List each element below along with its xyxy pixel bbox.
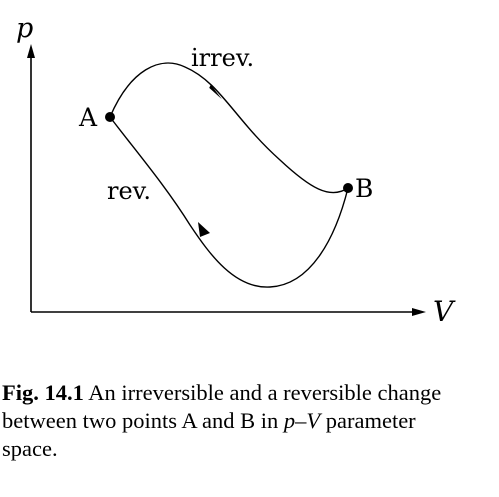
- v-axis-arrowhead: [412, 308, 426, 316]
- point-b-label: B: [355, 174, 373, 203]
- reversible-direction-arrow: [198, 222, 210, 237]
- irreversible-direction-arrow: [209, 84, 222, 100]
- figure-caption: Fig. 14.1 An irreversible and a reversib…: [2, 379, 472, 463]
- caption-text: An irreversible and a reversible change …: [2, 380, 442, 433]
- caption-label: Fig. 14.1: [2, 380, 84, 405]
- irreversible-label: irrev.: [191, 44, 254, 72]
- pv-diagram: p V A B irrev. rev.: [16, 13, 456, 328]
- point-a-label: A: [78, 103, 98, 132]
- irreversible-path: [109, 62, 349, 194]
- point-b: [343, 183, 353, 193]
- p-axis-label: p: [16, 13, 33, 44]
- p-axis-arrowhead: [27, 44, 35, 58]
- reversible-path: [109, 116, 349, 288]
- caption-text-end: parameter space.: [2, 408, 416, 461]
- v-axis-label: V: [433, 295, 456, 328]
- reversible-label: rev.: [107, 177, 151, 205]
- caption-math: p–V: [283, 408, 321, 433]
- point-a: [105, 112, 115, 122]
